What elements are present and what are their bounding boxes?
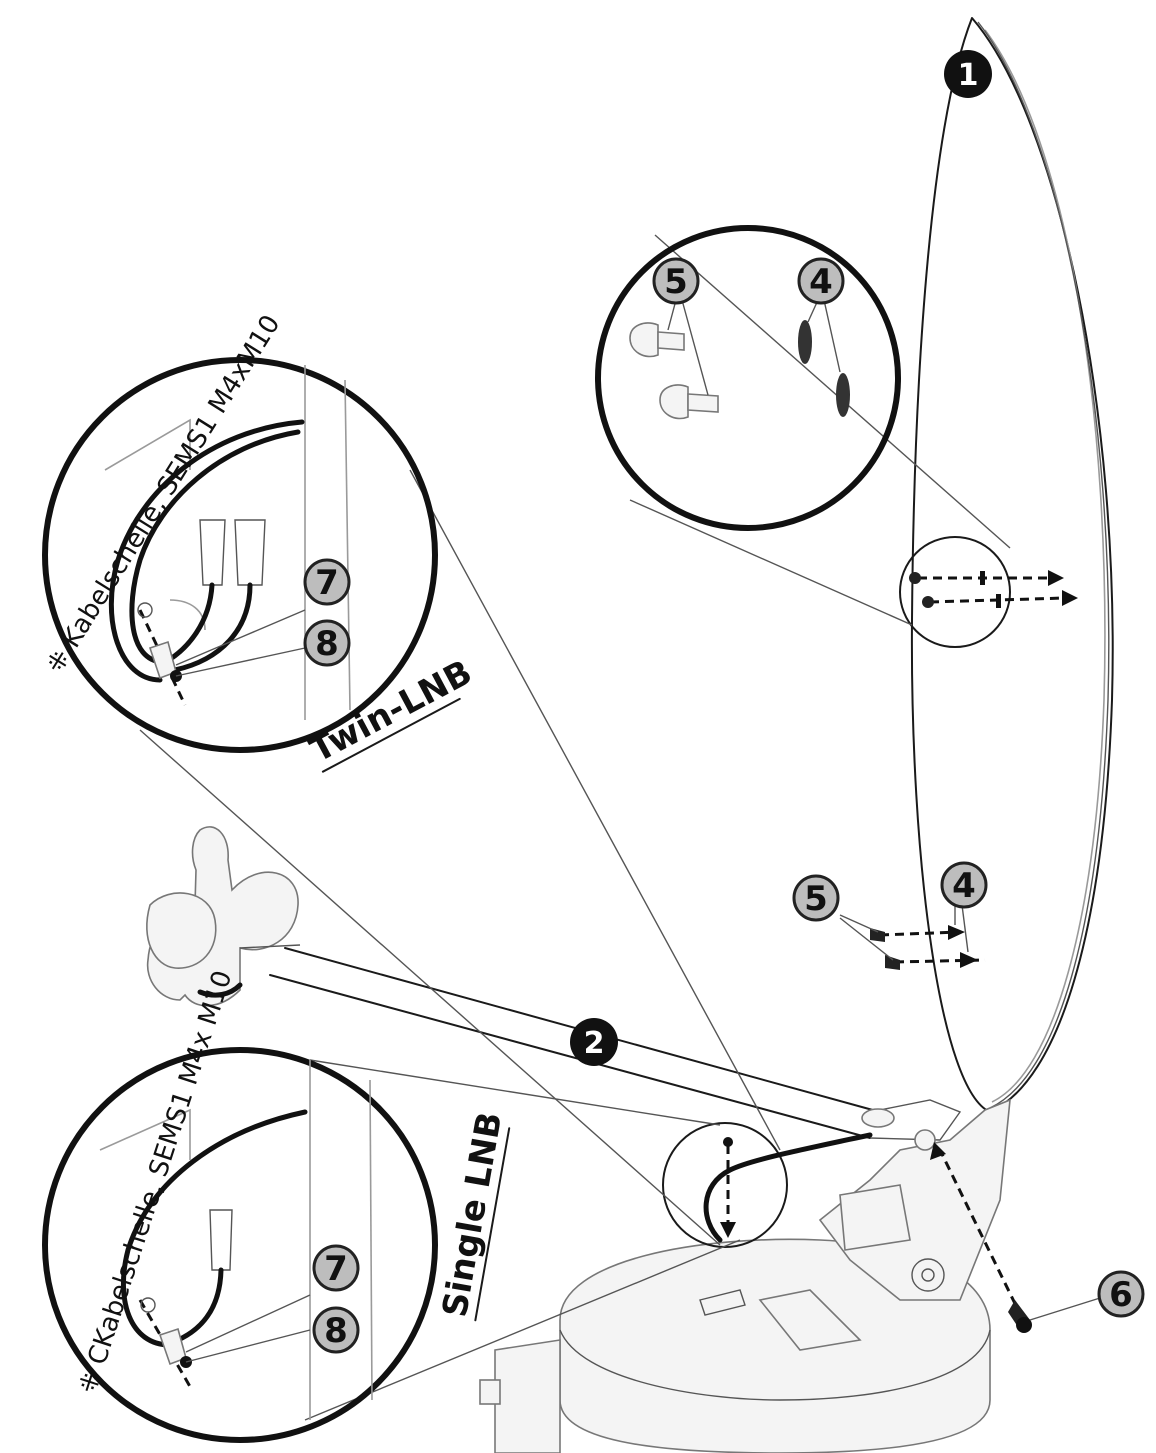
callout-4-lower: 4 — [940, 861, 988, 909]
svg-text:6: 6 — [1109, 1275, 1133, 1315]
svg-text:Twin-LNB: Twin-LNB — [304, 652, 479, 770]
svg-text:8: 8 — [315, 624, 339, 664]
svg-text:2: 2 — [584, 1026, 605, 1061]
callout-8-twin: 8 — [303, 619, 351, 667]
zoom-circle-twin-lnb — [42, 357, 781, 1246]
lnb-head — [146, 826, 301, 1007]
callout-7-single: 7 — [312, 1244, 360, 1292]
callout-5-zoom: 5 — [652, 257, 700, 305]
dish-reflector — [910, 17, 1114, 1113]
step-badge-1: 1 — [944, 50, 992, 98]
callout-8-single: 8 — [312, 1306, 360, 1354]
zoom-circle-single-lnb — [42, 1047, 741, 1443]
callout-4-zoom: 4 — [797, 257, 845, 305]
screw-6 — [930, 1142, 1101, 1333]
single-cable-clamp-caption: ⁜ CKabelschelle, SEMS1 M4x M10 — [73, 967, 238, 1397]
callout-7-twin: 7 — [303, 558, 351, 606]
svg-text:4: 4 — [809, 262, 833, 302]
mount-base — [479, 1098, 1011, 1453]
detail-circle-cable-entry — [662, 1122, 873, 1248]
dish-mount-screws-lower — [839, 904, 986, 970]
callout-6: 6 — [1097, 1270, 1145, 1318]
svg-text:Single LNB: Single LNB — [435, 1109, 510, 1320]
zoom-circle-screws — [595, 225, 1011, 626]
twin-lnb-label: Twin-LNB — [304, 652, 479, 773]
svg-text:⁜ CKabelschelle, SEMS1 M4x M10: ⁜ CKabelschelle, SEMS1 M4x M10 — [73, 967, 238, 1397]
twin-cable-clamp-caption: ⁜ Kabelschelle, SEMS1 M4xM10 — [40, 310, 286, 679]
callout-5-lower: 5 — [792, 874, 840, 922]
single-lnb-label: Single LNB — [435, 1109, 510, 1322]
svg-text:5: 5 — [664, 262, 688, 302]
svg-text:5: 5 — [804, 879, 828, 919]
step-badge-2: 2 — [570, 1018, 618, 1066]
svg-text:8: 8 — [324, 1311, 348, 1351]
detail-circle-dish-screws — [899, 536, 1078, 648]
svg-text:7: 7 — [324, 1249, 348, 1289]
svg-text:⁜ Kabelschelle, SEMS1 M4xM10: ⁜ Kabelschelle, SEMS1 M4xM10 — [40, 310, 286, 679]
svg-text:7: 7 — [315, 563, 339, 603]
svg-text:4: 4 — [952, 866, 976, 906]
svg-text:1: 1 — [958, 58, 979, 93]
